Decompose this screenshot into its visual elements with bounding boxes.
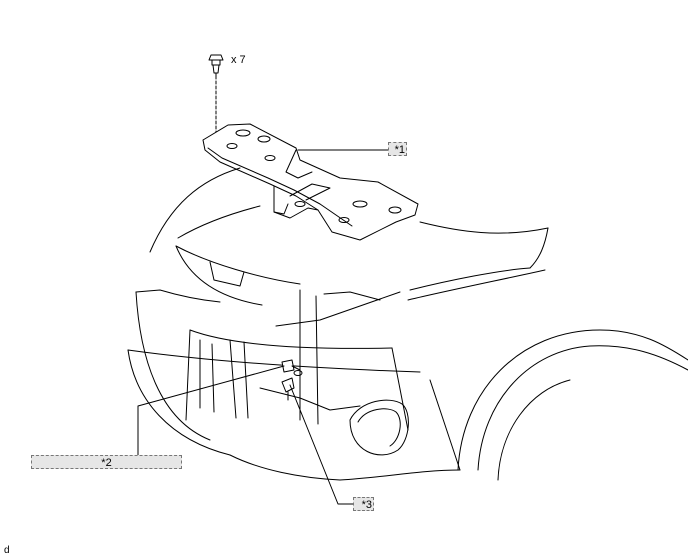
corner-code: d	[4, 545, 10, 556]
callout-1: *1	[388, 142, 407, 156]
radiator-support-cover	[202, 123, 419, 241]
clip-icon	[208, 54, 224, 77]
part-3-bracket	[281, 377, 295, 401]
callout-2: *2	[31, 455, 182, 469]
part-2-connector	[281, 359, 303, 376]
quantity-label: x 7	[231, 54, 246, 66]
callout-3: *3	[353, 497, 374, 511]
leader-line-3	[289, 384, 354, 505]
leader-line-2	[137, 365, 285, 456]
vehicle-front	[127, 167, 688, 481]
